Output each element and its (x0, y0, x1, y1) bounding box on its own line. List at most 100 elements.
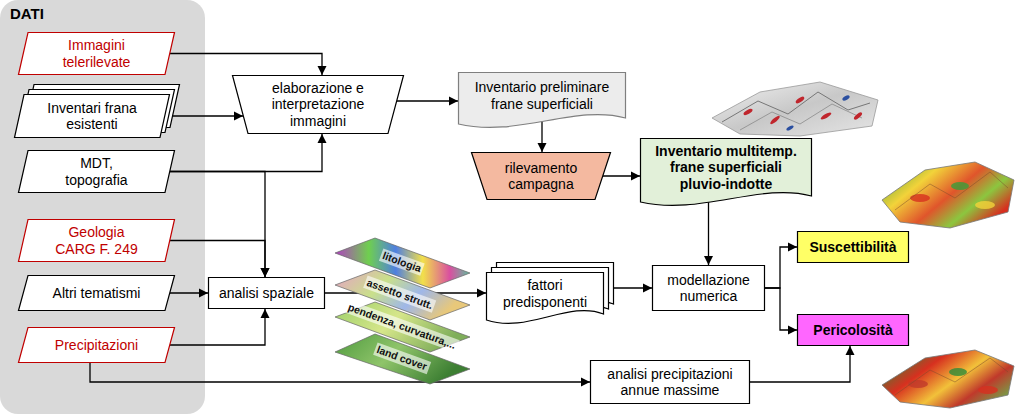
node-shape (209, 278, 325, 309)
panel-title: DATI (10, 5, 44, 22)
node-label: analisi precipitazioni annue massime (595, 366, 745, 398)
process-trapezoid: rilevamento campagna (471, 152, 611, 200)
flow-arrow (614, 287, 652, 288)
terrain-susceptibility-map (882, 162, 1014, 228)
terrain-ridge (895, 358, 1008, 395)
data-input: Immagini telerilevate (18, 32, 175, 75)
document-box: Inventario multitemp. frane superficiali… (640, 138, 812, 208)
data-input: Precipitazioni (18, 327, 175, 363)
document-stack: fattori predisponenti (486, 262, 614, 326)
terrain-ridge (722, 92, 870, 122)
map-layer (335, 238, 470, 288)
node-body: MDT, topografia (30, 153, 163, 190)
flow-arrow (765, 247, 797, 288)
node-shape (798, 232, 909, 263)
landslide-mark (743, 108, 754, 116)
node-body: DATI (10, 5, 195, 22)
node-shape (472, 153, 611, 200)
node-body: Geologia CARG F. 249 (30, 222, 163, 259)
node-body: analisi precipitazioni annue massime (594, 363, 746, 401)
flow-arrow (397, 100, 458, 101)
node-body: analisi spaziale (212, 280, 321, 306)
map-patch (978, 386, 998, 394)
flow-arrow (90, 363, 590, 382)
node-label: Suscettibilità (801, 239, 905, 255)
node-label: Geologia CARG F. 249 (52, 224, 142, 256)
node-shape (798, 315, 909, 346)
output-box: Suscettibilità (797, 231, 909, 263)
data-panel: DATI Immagini telerilevateInventari frana… (0, 0, 205, 414)
node-shape (459, 73, 626, 128)
flow-arrow (765, 288, 797, 330)
landslide-mark (769, 115, 781, 126)
node-shape (19, 276, 175, 311)
map-patch (951, 182, 969, 190)
landslide-mark (786, 125, 795, 132)
node-body: Immagini telerilevate (30, 35, 163, 72)
process-box: modellazione numerica (652, 265, 765, 311)
node-body: Inventario preliminare frane superficial… (463, 75, 621, 116)
node-label: Precipitazioni (32, 337, 162, 353)
node-body: Inventari frana esistenti (26, 97, 158, 135)
terrain-ridge (740, 104, 862, 130)
flow-arrow (603, 175, 640, 176)
terrain-inventory-map (712, 82, 878, 136)
data-panel (0, 0, 205, 414)
process-box: analisi precipitazioni annue massime (590, 360, 750, 404)
node-body: elaborazione e interpretazione immagini (246, 78, 390, 131)
node-label: Immagini telerilevate (37, 37, 157, 69)
document-box: Inventario preliminare frane superficial… (458, 72, 626, 130)
flow-arrow (170, 54, 322, 76)
landslide-mark (795, 95, 805, 104)
map-patch (975, 201, 995, 209)
node-body: Pericolosità (801, 317, 905, 343)
node-label: modellazione numerica (659, 272, 759, 304)
flow-arrow (170, 134, 322, 172)
node-shape (19, 151, 175, 193)
node-body: rilevamento campagna (485, 155, 597, 197)
terrain-surface (882, 162, 1014, 228)
flow-arrow (170, 292, 208, 293)
output-box: Pericolosità (797, 314, 909, 346)
node-body: Inventario multitemp. frane superficiali… (645, 141, 807, 194)
node-label: Pericolosità (801, 322, 905, 338)
data-input-stack: Inventari frana esistenti (14, 84, 180, 138)
node-label: Inventari frana esistenti (46, 100, 138, 132)
node-label: Inventario preliminare frane superficial… (464, 79, 620, 111)
landslide-mark (820, 111, 832, 120)
node-body: modellazione numerica (656, 268, 761, 308)
node-shape (233, 76, 404, 134)
data-input: MDT, topografia (18, 150, 175, 193)
flow-arrow (750, 346, 850, 382)
flow-arrow (170, 241, 265, 278)
node-shape (487, 273, 604, 324)
flow-arrow (170, 309, 265, 345)
terrain-surface (882, 350, 1014, 408)
node-shape (591, 361, 750, 404)
data-input: Geologia CARG F. 249 (18, 219, 175, 262)
node-body: fattori predisponenti (491, 275, 599, 312)
thematic-layers (335, 238, 470, 384)
flow-arrow (541, 121, 542, 152)
landslide-mark (842, 94, 851, 101)
terrain-surface (712, 82, 878, 136)
node-shape (19, 220, 175, 262)
node-label: analisi spaziale (212, 285, 321, 301)
process-box: analisi spaziale (208, 277, 325, 309)
process-trapezoid: elaborazione e interpretazione immagini (232, 75, 404, 134)
node-label: rilevamento campagna (489, 160, 594, 192)
node-body: Altri tematismi (30, 278, 163, 308)
map-patch (910, 194, 930, 202)
flow-arrow (173, 115, 243, 116)
landslide-mark (853, 111, 863, 120)
data-input: Altri tematismi (18, 275, 175, 311)
node-shape (19, 33, 175, 75)
node-label: Altri tematismi (32, 285, 162, 301)
node-shape (653, 266, 765, 311)
terrain-ridge (895, 172, 1008, 210)
node-body: Precipitazioni (30, 330, 163, 360)
map-patch (949, 368, 967, 376)
node-shape (15, 95, 170, 138)
node-label: MDT, topografia (57, 155, 137, 187)
node-body: Suscettibilità (801, 234, 905, 260)
